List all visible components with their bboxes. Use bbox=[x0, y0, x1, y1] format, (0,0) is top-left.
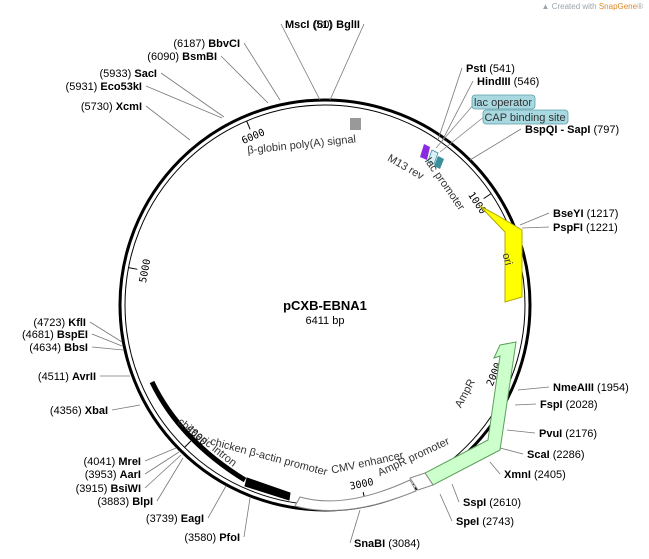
feature-ampr-promoter-arrow[interactable] bbox=[409, 472, 434, 491]
feature-ori-arrow[interactable] bbox=[479, 205, 523, 303]
feature-polya-box[interactable] bbox=[350, 118, 361, 130]
site-label-nmeaiii[interactable]: NmeAIII (1954) bbox=[553, 382, 629, 394]
feature-ampr-label: AmpR bbox=[453, 377, 478, 410]
site-leader-line bbox=[145, 105, 191, 141]
tick-label: 5000 bbox=[138, 258, 153, 284]
site-label-kfli[interactable]: (4723) KflI bbox=[33, 317, 86, 329]
site-leader-line bbox=[144, 447, 177, 462]
site-leader-line bbox=[156, 457, 184, 502]
site-label-fspi[interactable]: FspI (2028) bbox=[540, 399, 597, 411]
site-leader-line bbox=[349, 509, 361, 544]
feature-cba-promoter-arrow[interactable] bbox=[244, 477, 291, 501]
feature-lac-operator-label: lac operator bbox=[474, 97, 532, 109]
site-label-bspei[interactable]: (4681) BspEI bbox=[22, 329, 88, 341]
feature-ori-label: ori bbox=[500, 252, 515, 267]
feature-m13-rev-label: M13 rev bbox=[385, 152, 426, 183]
site-label-eagi[interactable]: (3739) EagI bbox=[146, 513, 204, 525]
plasmid-size: 6411 bp bbox=[306, 315, 345, 327]
site-label-pspfi[interactable]: PspFI (1221) bbox=[553, 222, 618, 234]
site-leader-line bbox=[280, 23, 321, 101]
site-label-scai[interactable]: ScaI (2286) bbox=[527, 449, 585, 461]
feature-chimeric-intron-arc[interactable] bbox=[149, 380, 247, 483]
site-label-hindiii[interactable]: HindIII (546) bbox=[477, 76, 539, 88]
site-leader-line bbox=[521, 226, 550, 229]
site-leader-line bbox=[519, 212, 550, 226]
plasmid-name: pCXB-EBNA1 bbox=[283, 298, 367, 313]
site-label-bsiwi[interactable]: (3915) BsiWI bbox=[76, 483, 141, 495]
tick-label: 3000 bbox=[349, 477, 375, 493]
site-leader-line bbox=[144, 454, 182, 489]
site-leader-line bbox=[329, 23, 365, 101]
site-leader-line bbox=[499, 447, 524, 455]
site-label-snabi[interactable]: SnaBI (3084) bbox=[354, 538, 420, 550]
site-label-xbai[interactable]: (4356) XbaI bbox=[50, 405, 108, 417]
feature-m13-rev-marker[interactable] bbox=[420, 144, 430, 160]
site-leader-line bbox=[469, 128, 522, 161]
site-leader-line bbox=[243, 42, 281, 101]
tick-label: 1000 bbox=[465, 190, 488, 216]
tick-mark bbox=[246, 120, 251, 130]
feature-ampr-arrow[interactable] bbox=[424, 341, 517, 486]
site-label-blpi[interactable]: (3883) BlpI bbox=[97, 496, 153, 508]
restriction-sites: MscI (51)(80) BglII PstI (541)HindIII (54… bbox=[22, 19, 629, 550]
tick-mark bbox=[184, 440, 192, 448]
site-label-bbsi[interactable]: (4634) BbsI bbox=[29, 342, 88, 354]
site-leader-line bbox=[89, 321, 123, 343]
site-label-eco53ki[interactable]: (5931) Eco53kI bbox=[66, 81, 142, 93]
site-leader-line bbox=[220, 55, 269, 104]
site-label-bsmbi[interactable]: (6090) BsmBI bbox=[147, 51, 217, 63]
site-leader-line bbox=[111, 404, 141, 411]
credit-prefix: Created with bbox=[551, 2, 599, 11]
site-leader-line bbox=[489, 461, 501, 475]
site-leader-line bbox=[437, 67, 463, 141]
site-leader-line bbox=[514, 403, 537, 406]
credit-brand: SnapGene bbox=[598, 2, 638, 11]
site-leader-line bbox=[439, 493, 453, 522]
site-label-bglii[interactable]: (80) BglII bbox=[314, 19, 360, 31]
site-leader-line bbox=[91, 346, 124, 351]
site-label-bbvci[interactable]: (6187) BbvCI bbox=[173, 38, 240, 50]
site-leader-line bbox=[451, 483, 460, 503]
site-label-pvui[interactable]: PvuI (2176) bbox=[539, 428, 597, 440]
site-label-aari[interactable]: (3953) AarI bbox=[85, 469, 141, 481]
site-leader-line bbox=[506, 429, 536, 434]
site-label-spei[interactable]: SpeI (2743) bbox=[456, 516, 514, 528]
feature-cap-binding-label: CAP binding site bbox=[484, 112, 565, 124]
site-label-xmni[interactable]: XmnI (2405) bbox=[504, 469, 566, 481]
credit-mark: ® bbox=[637, 2, 643, 11]
site-leader-line bbox=[160, 72, 225, 118]
site-label-avrii[interactable]: (4511) AvrII bbox=[38, 371, 96, 383]
tick-mark bbox=[483, 193, 492, 200]
site-label-saci[interactable]: (5933) SacI bbox=[100, 68, 158, 80]
site-leader-line bbox=[243, 497, 251, 538]
site-label-bspqi-sapi[interactable]: BspQI - SapI (797) bbox=[525, 124, 619, 136]
site-label-sspi[interactable]: SspI (2610) bbox=[463, 497, 521, 509]
feature-cmv-enhancer-arrow[interactable] bbox=[294, 479, 417, 512]
snapgene-logo-icon: ▲ bbox=[541, 2, 550, 11]
feature-lac-promoter-marker[interactable] bbox=[434, 156, 444, 169]
snapgene-credit: ▲ Created with SnapGene® bbox=[542, 2, 643, 11]
site-leader-line bbox=[207, 485, 227, 519]
site-leader-line bbox=[91, 333, 123, 347]
tick-mark bbox=[128, 267, 138, 270]
cap-binding-callout[interactable] bbox=[482, 109, 569, 125]
site-label-psti[interactable]: PstI (541) bbox=[466, 63, 515, 75]
site-leader-line bbox=[440, 80, 474, 144]
site-leader-line bbox=[144, 451, 180, 475]
site-label-mrei[interactable]: (4041) MreI bbox=[84, 456, 141, 468]
site-label-bseyi[interactable]: BseYI (1217) bbox=[553, 208, 618, 220]
lac-operator-callout[interactable] bbox=[471, 94, 536, 110]
feature-lac-promoter-label: lac promoter bbox=[422, 156, 467, 213]
site-label-xcmi[interactable]: (5730) XcmI bbox=[81, 101, 142, 113]
feature-lac-operator-marker[interactable] bbox=[427, 149, 439, 165]
site-leader-line bbox=[517, 386, 550, 391]
site-leader-line bbox=[145, 85, 223, 119]
site-label-pfoi[interactable]: (3580) PfoI bbox=[184, 532, 240, 544]
site-label-msci[interactable]: MscI (51) bbox=[285, 19, 332, 31]
